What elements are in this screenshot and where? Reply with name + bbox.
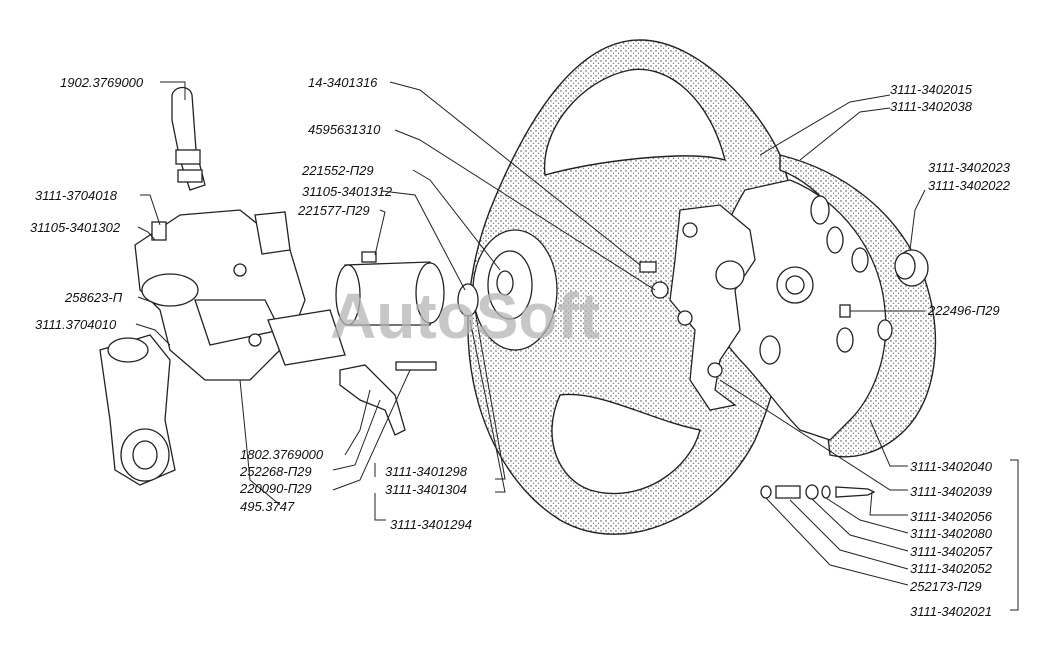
label-220090-p29: 220090-П29	[239, 481, 312, 496]
label-252268-p29: 252268-П29	[239, 464, 312, 479]
label-495-3747: 495.3747	[240, 499, 295, 514]
label-3111-3401294: 3111-3401294	[390, 517, 472, 532]
steering-wheel	[467, 39, 796, 535]
label-3111-3402039: 3111-3402039	[910, 484, 992, 499]
mounting-plate	[669, 204, 756, 411]
label-252173-p29: 252173-П29	[909, 579, 982, 594]
label-31105-3401302: 31105-3401302	[30, 220, 121, 235]
label-3111-3402057: 3111-3402057	[910, 544, 993, 559]
label-221577-p29: 221577-П29	[297, 203, 370, 218]
label-3111-3401298: 3111-3401298	[385, 464, 468, 479]
label-3111-3402022: 3111-3402022	[928, 178, 1011, 193]
upper-stalk-switch	[171, 86, 206, 191]
label-258623-p: 258623-П	[64, 290, 123, 305]
label-1902-3769000: 1902.3769000	[60, 75, 144, 90]
label-1802-3769000: 1802.3769000	[240, 447, 324, 462]
label-3111-3704018: 3111-3704018	[35, 188, 118, 203]
contact-ring	[335, 261, 479, 326]
label-3111-3402015: 3111-3402015	[890, 82, 973, 97]
ignition-lock	[99, 334, 176, 486]
label-3111-3401304: 3111-3401304	[385, 482, 467, 497]
watermark: AutoSoft	[330, 280, 600, 352]
label-222496-p29: 222496-П29	[927, 303, 1000, 318]
part-labels: 1902.3769000 3111-3704018 31105-3401302 …	[30, 75, 1011, 619]
cap	[894, 249, 929, 287]
small-fasteners	[151, 221, 851, 371]
label-14-3401316: 14-3401316	[308, 75, 378, 90]
column-housing	[134, 209, 306, 381]
screw-spring-stack	[760, 484, 876, 500]
leader-lines	[135, 81, 1019, 611]
label-221552-p29: 221552-П29	[301, 163, 374, 178]
label-3111-3402038: 3111-3402038	[890, 99, 973, 114]
label-31105-3401312: 31105-3401312	[302, 184, 393, 199]
label-3111-3402040: 3111-3402040	[910, 459, 993, 474]
label-3111-3402021: 3111-3402021	[910, 604, 992, 619]
label-3111-3704010: 3111.3704010	[35, 317, 117, 332]
label-3111-3402080: 3111-3402080	[910, 526, 993, 541]
airbag-cover	[710, 154, 937, 458]
label-3111-3402056: 3111-3402056	[910, 509, 993, 524]
label-3111-3402023: 3111-3402023	[928, 160, 1011, 175]
label-3111-3402052: 3111-3402052	[910, 561, 993, 576]
label-4595631310: 4595631310	[308, 122, 381, 137]
